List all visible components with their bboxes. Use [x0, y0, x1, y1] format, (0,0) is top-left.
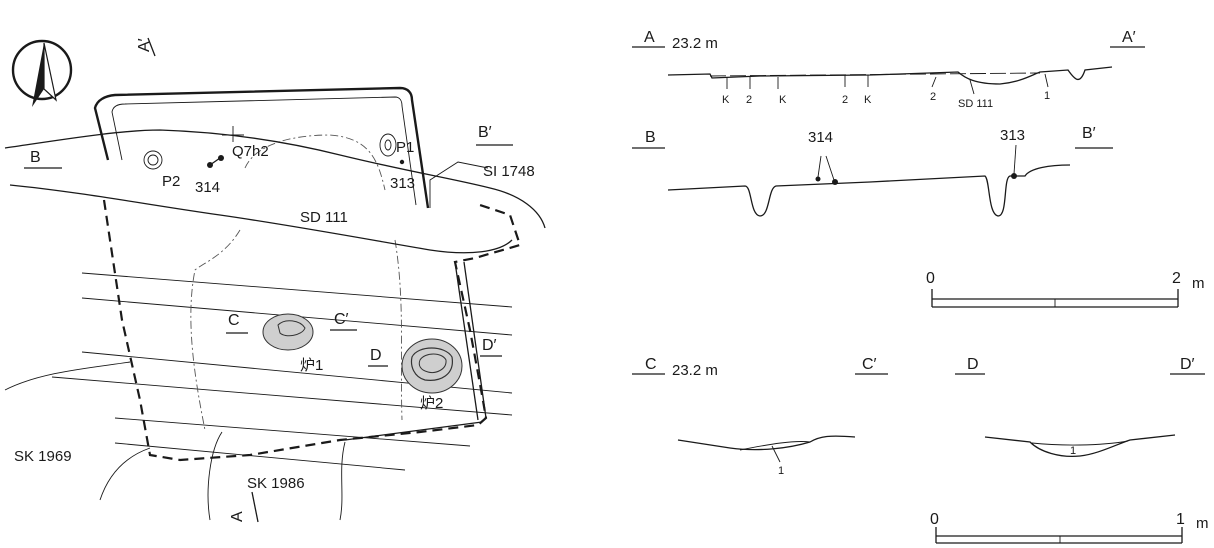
aa-layer-4: 2	[842, 94, 848, 106]
marker-a-prime-plan: A′	[136, 38, 153, 52]
aa-layer-8: 1	[1044, 90, 1050, 102]
section-dd-start: D	[967, 356, 979, 373]
scale-lower-unit: m	[1196, 515, 1209, 532]
post-p2	[143, 150, 163, 170]
aa-layer-3: K	[779, 94, 787, 106]
scale-bar-2m: 0 2 m	[926, 270, 1205, 308]
marker-b-plan: B	[30, 149, 41, 166]
label-p1: P1	[396, 139, 414, 156]
section-cc-start: C	[645, 356, 657, 373]
scale-upper-zero: 0	[926, 270, 935, 287]
pit-house-dashed-outline	[102, 199, 522, 462]
section-dd: D D′ 1	[955, 356, 1205, 458]
section-dd-layer: 1	[1070, 445, 1076, 457]
section-bb-start: B	[645, 129, 656, 146]
section-aa-start: A	[644, 29, 655, 46]
label-sk1986: SK 1986	[247, 475, 305, 492]
label-si1748: SI 1748	[483, 163, 535, 180]
section-dd-end: D′	[1180, 356, 1195, 373]
marker-d-plan: D	[370, 347, 382, 364]
aa-layer-1: K	[722, 94, 730, 106]
section-cc-end: C′	[862, 356, 877, 373]
label-314-plan: 314	[195, 179, 220, 196]
scale-lower-zero: 0	[930, 511, 939, 528]
sk-features	[4, 361, 346, 521]
label-q7: Q7h2	[232, 143, 269, 160]
marker-d-prime-plan: D′	[482, 337, 497, 354]
marker-a-plan: A	[229, 511, 246, 522]
ditch-sd111	[4, 129, 546, 254]
grid-point-q7-icon	[222, 126, 244, 142]
scale-lower-max: 1	[1176, 511, 1185, 528]
section-aa-elevation: 23.2 m	[672, 35, 718, 52]
aa-layer-7: SD 111	[958, 98, 993, 110]
north-arrow-icon	[11, 39, 73, 107]
label-hearth-2: 炉2	[420, 395, 443, 412]
aa-layer-5: K	[864, 94, 872, 106]
scale-bar-1m: 0 1 m	[930, 511, 1209, 544]
hearth-2	[401, 338, 463, 394]
hearth-1	[262, 313, 314, 351]
marker-b-prime-plan: B′	[478, 124, 492, 141]
section-aa: A 23.2 m A′ K 2 K 2 K 2 SD 111 1	[632, 29, 1145, 110]
post-p1	[379, 133, 397, 157]
label-313-plan: 313	[390, 175, 415, 192]
section-bb-pit-314: 314	[808, 129, 833, 146]
scale-upper-max: 2	[1172, 270, 1181, 287]
section-bb-pit-313: 313	[1000, 127, 1025, 144]
pit-313-point	[399, 159, 405, 165]
section-bb-end: B′	[1082, 125, 1096, 142]
aa-layer-6: 2	[930, 91, 936, 103]
section-cc-elevation: 23.2 m	[672, 362, 718, 379]
plan-view: A′ B B′ C C′ D D′ A Q7h2 P1 P2 314 313 S…	[4, 37, 546, 523]
pit-314-point	[207, 162, 213, 168]
section-cc-layer: 1	[778, 465, 784, 477]
label-p2: P2	[162, 173, 180, 190]
section-cc: C 23.2 m C′ 1	[632, 356, 888, 477]
aa-layer-2: 2	[746, 94, 752, 106]
scale-upper-unit: m	[1192, 275, 1205, 292]
section-aa-end: A′	[1122, 29, 1136, 46]
marker-c-plan: C	[228, 312, 240, 329]
section-markers-plan	[24, 37, 513, 523]
section-bb: B B′ 314 313	[632, 125, 1113, 217]
label-sd111-plan: SD 111	[300, 209, 348, 226]
marker-c-prime-plan: C′	[334, 311, 349, 328]
pit-house-outline	[93, 86, 430, 209]
floor-boundary	[190, 134, 403, 431]
label-hearth-1: 炉1	[300, 357, 323, 374]
label-sk1969: SK 1969	[14, 448, 72, 465]
